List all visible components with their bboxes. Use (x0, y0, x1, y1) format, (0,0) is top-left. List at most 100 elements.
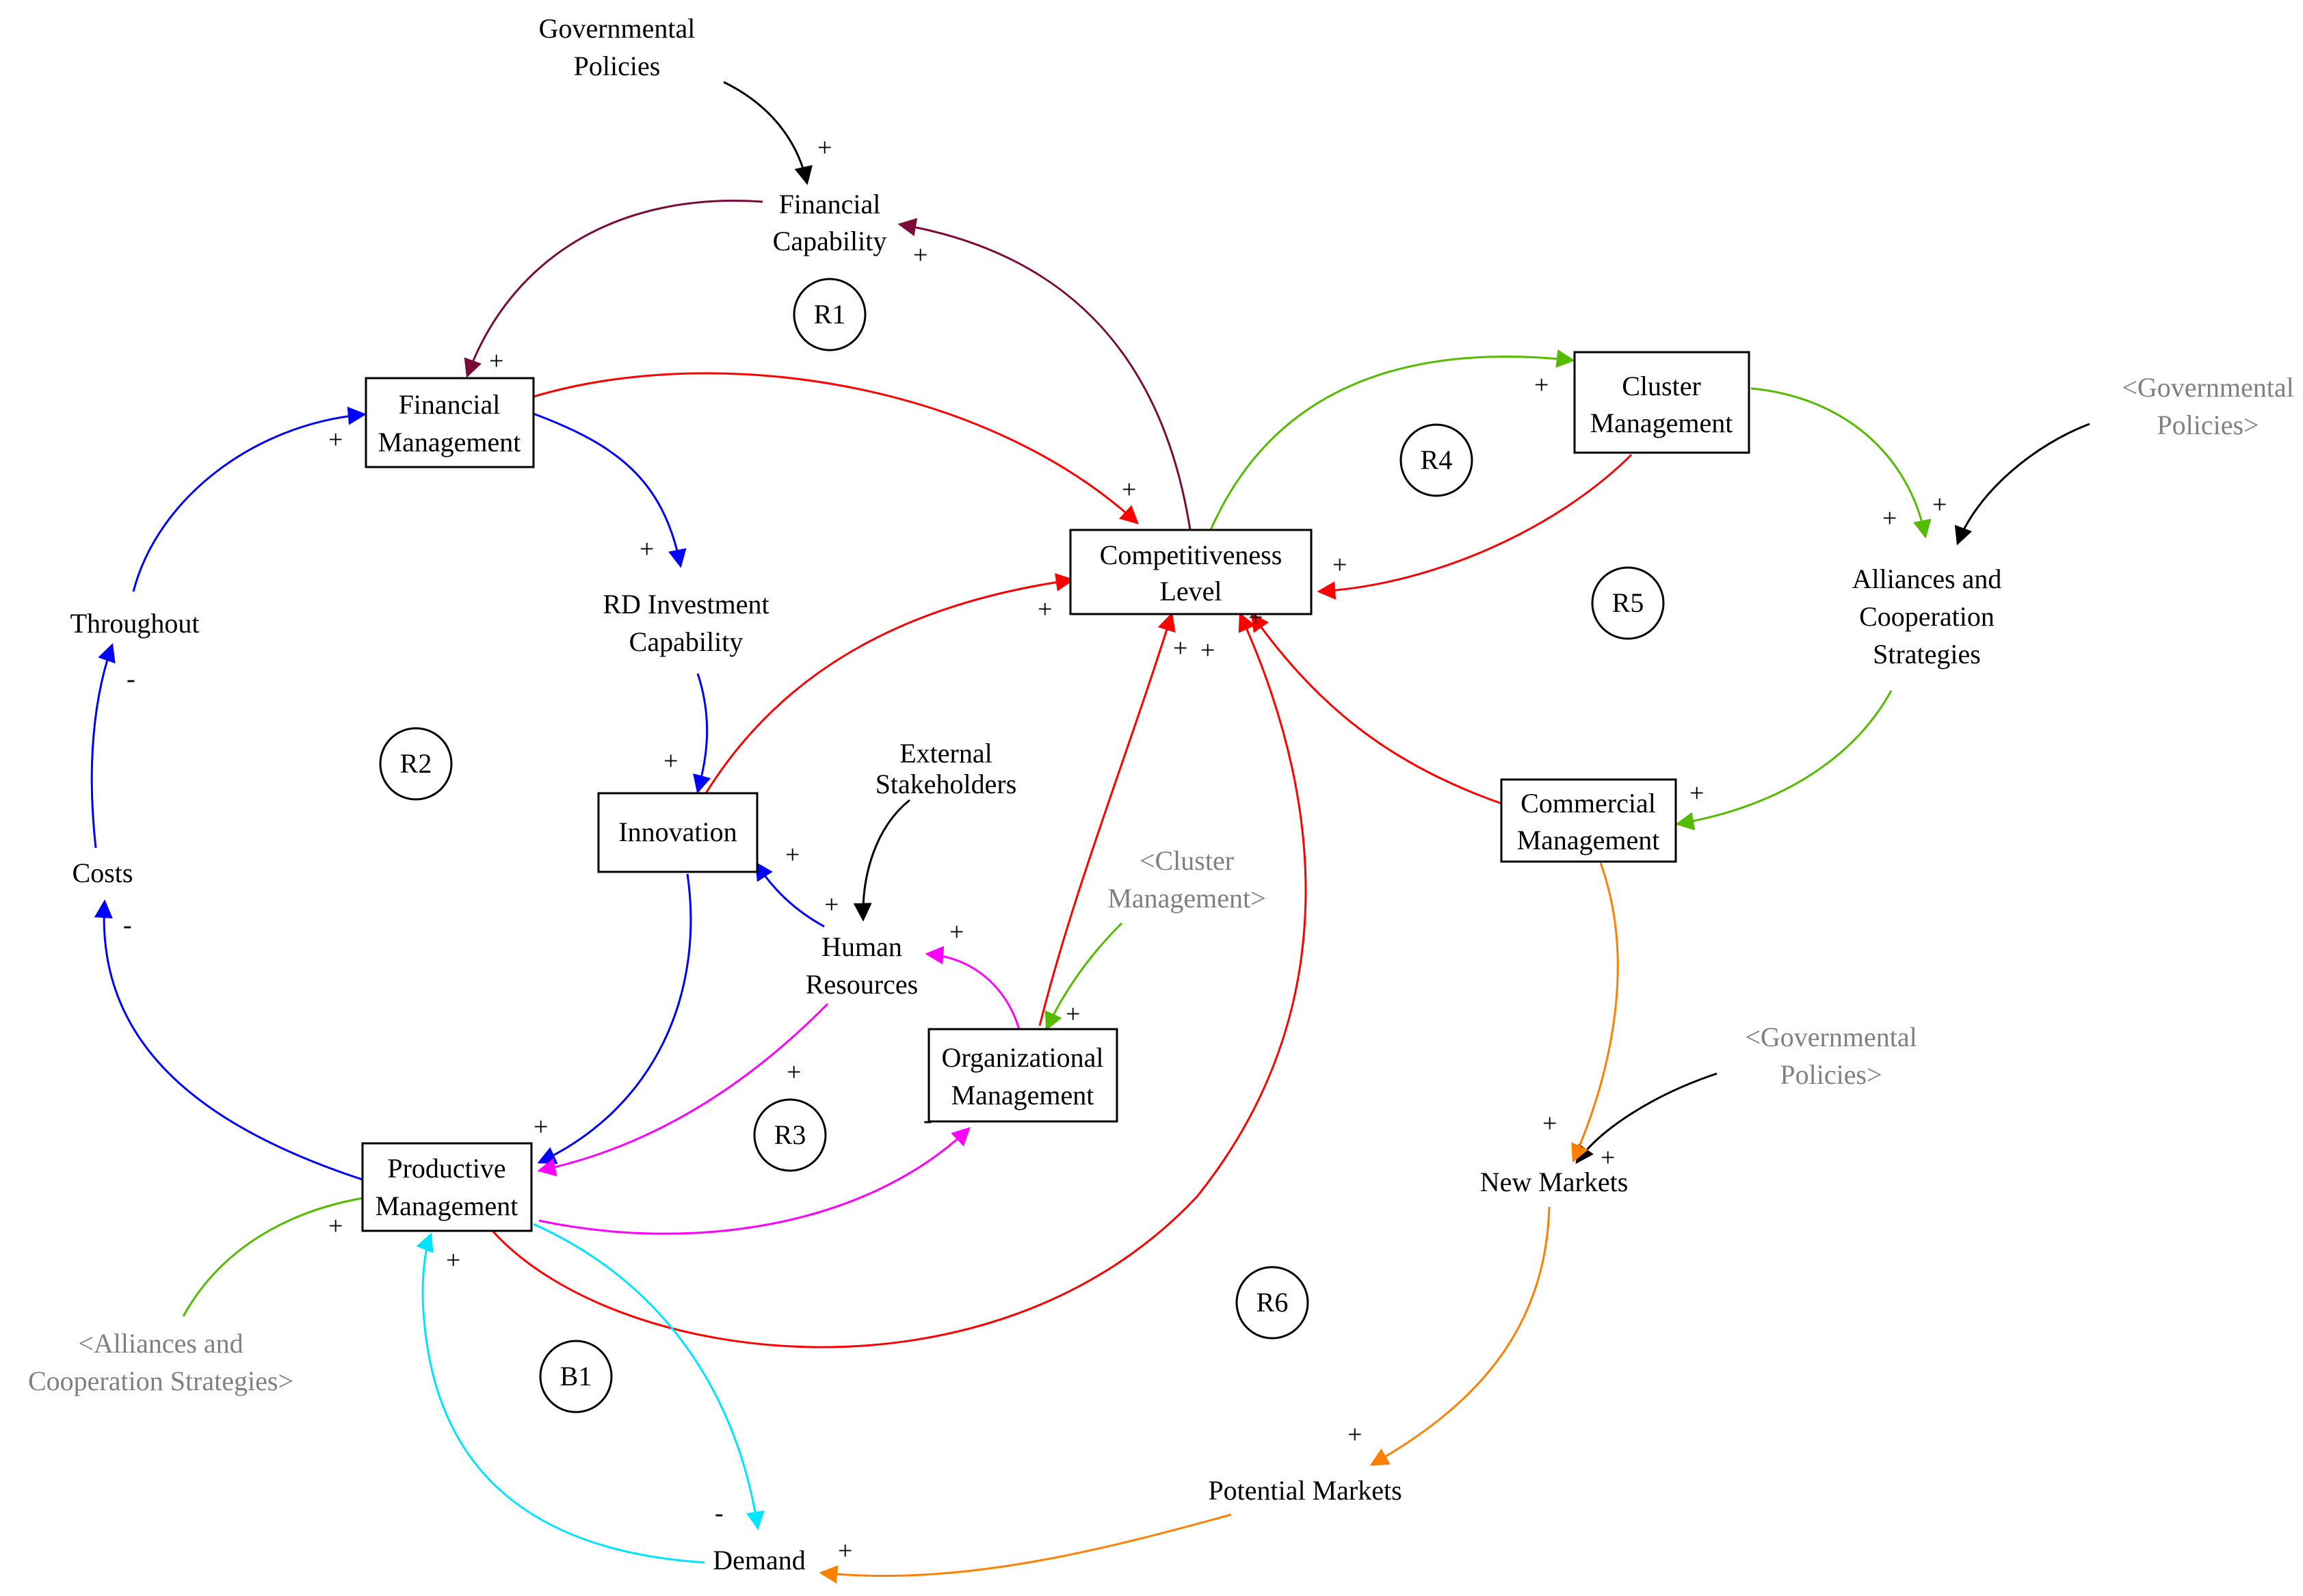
node-governmental-policies[interactable]: Governmental Policies (539, 13, 696, 81)
node-cluster-management[interactable]: Cluster Management (1573, 351, 1750, 454)
node-innovation[interactable]: Innovation (597, 792, 759, 873)
link-new-markets-to-potential-markets (1369, 1206, 1551, 1466)
node-label: Demand (713, 1545, 806, 1575)
polarity-sign: + (1601, 1143, 1615, 1172)
node-label: Potential Markets (1208, 1475, 1401, 1506)
polarity-sign: + (1347, 1420, 1362, 1449)
polarity-sign: - (123, 911, 132, 940)
polarity-sign: + (663, 747, 678, 775)
loop-r5: R5 (1591, 566, 1665, 640)
node-demand[interactable]: Demand (713, 1545, 806, 1575)
node-label: Governmental (539, 13, 696, 44)
polarity-sign: + (534, 1113, 548, 1141)
loop-r2: R2 (379, 727, 453, 801)
link-gov-shadow-to-alliances (1954, 423, 2090, 546)
loop-markers: R1 R2 R3 R4 R5 R6 B1 (379, 278, 1665, 1413)
loop-label: B1 (560, 1361, 592, 1392)
node-external-stakeholders[interactable]: External Stakeholders (876, 738, 1017, 799)
link-competitiveness-to-cluster (1209, 349, 1575, 531)
polarity-sign: + (1066, 1000, 1080, 1028)
polarity-sign: + (1200, 636, 1215, 665)
polarity-sign: + (640, 535, 654, 563)
polarity-sign: + (1689, 779, 1704, 808)
polarity-sign: - (127, 665, 135, 693)
polarity-sign: + (1932, 490, 1947, 519)
polarity-sign: + (838, 1537, 852, 1565)
link-gov-shadow-to-new-markets (1575, 1072, 1718, 1165)
node-label: <Cluster (1140, 845, 1234, 876)
link-gov-policies-to-financial-capability (723, 81, 813, 185)
loop-label: R5 (1612, 587, 1644, 618)
node-rd-investment-capability[interactable]: RD Investment Capability (603, 589, 769, 657)
link-commercial-to-competitiveness (1250, 612, 1502, 805)
polarity-sign: + (785, 840, 800, 869)
node-label: Cooperation (1859, 601, 1995, 632)
link-productive-to-competitiveness (491, 612, 1307, 1348)
node-label: Policies (574, 51, 661, 81)
loop-label: R1 (814, 299, 846, 330)
node-label: <Alliances and (78, 1328, 243, 1359)
node-organizational-management[interactable]: Organizational Management (927, 1028, 1118, 1123)
node-financial-capability[interactable]: Financial Capability (773, 189, 887, 256)
link-commercial-to-new-markets (1571, 862, 1619, 1163)
link-alliances-shadow-to-productive (182, 1188, 384, 1317)
polarity-sign: + (1332, 550, 1347, 579)
node-label: Management (376, 1191, 518, 1221)
node-throughout[interactable]: Throughout (70, 608, 200, 639)
node-new-markets[interactable]: New Markets (1480, 1167, 1629, 1197)
link-cluster-to-competitiveness (1317, 453, 1633, 600)
node-productive-management[interactable]: Productive Management (361, 1142, 533, 1232)
node-label: Resources (806, 969, 918, 1000)
node-label: Management (1517, 825, 1660, 855)
link-human-resources-to-innovation (754, 861, 825, 928)
link-innovation-to-competitiveness (705, 573, 1075, 794)
loop-r3: R3 (753, 1098, 827, 1172)
polarity-sign: + (328, 425, 343, 454)
node-costs[interactable]: Costs (73, 857, 133, 888)
link-financial-capability-to-financial-management (464, 200, 763, 378)
link-competitiveness-to-financial-capability (897, 217, 1192, 531)
node-governmental-policies-shadow-top[interactable]: <Governmental Policies> (2122, 372, 2293, 440)
polarity-sign: + (913, 241, 927, 269)
link-innovation-to-productive (537, 873, 692, 1164)
link-potential-markets-to-demand (819, 1513, 1232, 1584)
link-throughout-to-financial-management (132, 406, 367, 592)
link-productive-to-costs (94, 899, 363, 1181)
node-financial-management[interactable]: Financial Management (365, 377, 535, 468)
node-governmental-policies-shadow-bottom[interactable]: <Governmental Policies> (1745, 1022, 1917, 1090)
node-label: Policies> (2157, 410, 2259, 440)
loop-label: R4 (1421, 444, 1453, 475)
link-organizational-to-competitiveness (1038, 612, 1176, 1026)
node-competitiveness-level[interactable]: Competitiveness Level (1069, 529, 1313, 615)
node-label: Competitiveness (1100, 540, 1282, 570)
polarity-sign: + (824, 890, 839, 919)
polarity-sign: + (1173, 634, 1187, 663)
polarity-signs: + + + + + + + + + + + + + + + + + + + + … (123, 133, 1947, 1565)
link-organizational-to-human-resources (925, 946, 1021, 1030)
link-demand-to-productive (416, 1232, 705, 1564)
node-label: External (899, 738, 992, 769)
node-label: Strategies (1873, 639, 1981, 669)
polarity-sign: + (949, 918, 964, 946)
node-alliances-and-cooperation-strategies[interactable]: Alliances and Cooperation Strategies (1852, 563, 2002, 669)
node-label: Cooperation Strategies> (28, 1366, 293, 1396)
node-commercial-management[interactable]: Commercial Management (1500, 778, 1677, 863)
link-financial-management-to-competitiveness (533, 372, 1139, 524)
node-human-resources[interactable]: Human Resources (806, 931, 918, 1000)
node-label: Management (951, 1080, 1094, 1110)
node-potential-markets[interactable]: Potential Markets (1208, 1475, 1401, 1506)
node-label: Financial (779, 189, 881, 220)
node-alliances-shadow[interactable]: <Alliances and Cooperation Strategies> (28, 1328, 293, 1396)
node-label: Costs (73, 857, 133, 888)
node-cluster-management-shadow[interactable]: <Cluster Management> (1107, 845, 1265, 914)
node-label: New Markets (1480, 1167, 1629, 1197)
node-label: Throughout (70, 608, 200, 639)
polarity-sign: - (715, 1499, 724, 1528)
loop-r4: R4 (1399, 423, 1473, 497)
node-label: Management (1590, 408, 1733, 438)
polarity-sign: + (1534, 371, 1549, 399)
link-alliances-to-commercial (1675, 690, 1893, 831)
polarity-sign: + (1038, 595, 1052, 624)
loop-label: R2 (400, 748, 432, 779)
